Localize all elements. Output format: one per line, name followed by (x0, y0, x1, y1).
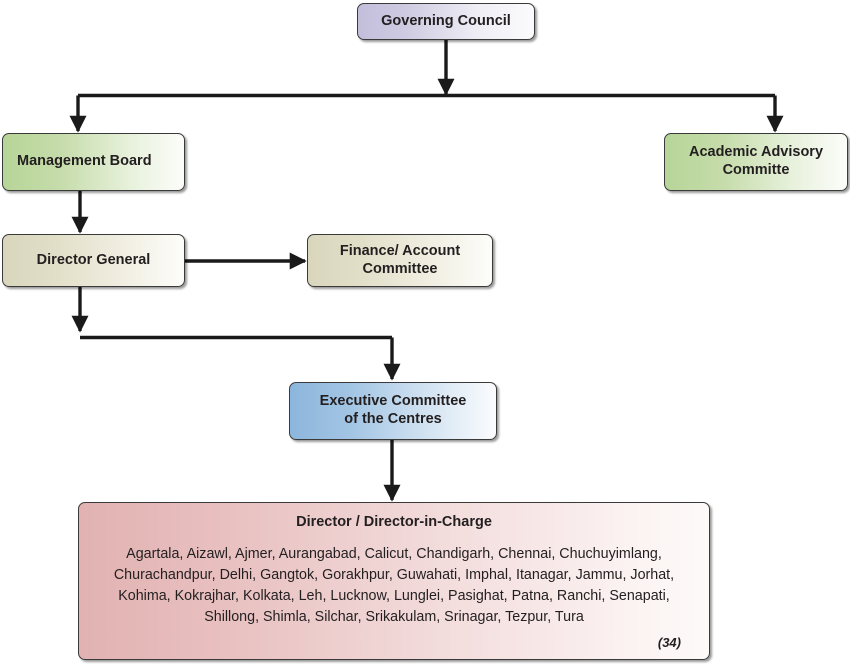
connector-governing-council-to-boards (69, 40, 784, 133)
node-finance-account-committee[interactable]: Finance/ Account Committee (307, 234, 493, 287)
node-executive-committee-label: Executive Committee of the Centres (319, 393, 467, 427)
node-governing-council[interactable]: Governing Council (357, 3, 535, 40)
centres-count-badge: (34) (657, 635, 681, 651)
node-director-in-charge[interactable]: Director / Director-in-Charge Agartala, … (78, 502, 710, 660)
node-director-in-charge-heading: Director / Director-in-Charge (296, 514, 492, 530)
node-management-board[interactable]: Management Board (2, 133, 185, 191)
node-academic-advisory-committee[interactable]: Academic Advisory Committe (664, 133, 848, 191)
node-executive-committee-of-the-centres[interactable]: Executive Committee of the Centres (289, 382, 497, 440)
node-director-general[interactable]: Director General (2, 234, 185, 287)
node-management-board-label: Management Board (17, 153, 152, 170)
connector-director-general-to-executive-committee (71, 287, 401, 381)
node-finance-account-committee-label: Finance/ Account Committee (339, 242, 461, 277)
node-academic-advisory-committee-label: Academic Advisory Committe (688, 144, 824, 178)
centres-list: Agartala, Aizawl, Ajmer, Aurangabad, Cal… (113, 545, 675, 625)
node-governing-council-label: Governing Council (381, 12, 511, 29)
node-director-general-label: Director General (36, 251, 151, 268)
